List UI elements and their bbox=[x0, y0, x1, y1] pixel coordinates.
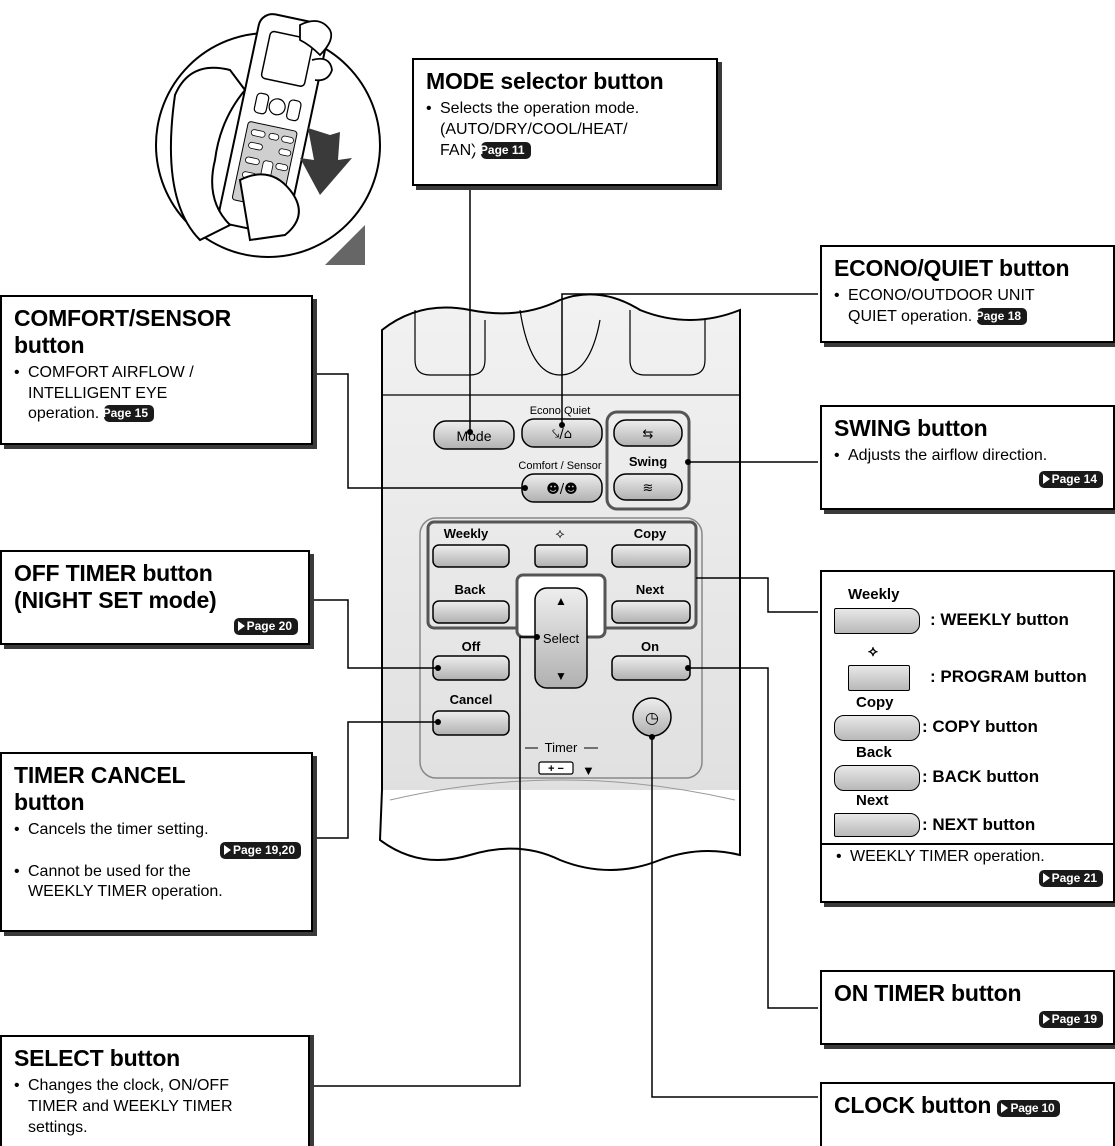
weekly-label: Weekly bbox=[444, 526, 489, 541]
leader-lines bbox=[310, 184, 818, 1098]
mode-page-ref[interactable]: Page 11 bbox=[470, 141, 531, 159]
swing-vertical-icon: ⇆ bbox=[643, 427, 654, 442]
program-button-shape bbox=[534, 544, 588, 568]
select-down-icon: ▼ bbox=[555, 669, 567, 683]
timercancel-description: Cancels the timer setting. bbox=[14, 820, 301, 841]
legend-copy-button bbox=[834, 715, 920, 741]
timer-label: Timer bbox=[545, 740, 578, 755]
comfort-description: COMFORT AIRFLOW /INTELLIGENT EYEoperatio… bbox=[14, 363, 301, 425]
econo-quiet-label: Econo Quiet bbox=[530, 405, 591, 417]
clock-icon: ◷ bbox=[645, 708, 659, 727]
next-label: Next bbox=[636, 582, 665, 597]
mode-button-shape bbox=[433, 420, 515, 450]
legend-next-label: Next bbox=[856, 792, 889, 809]
copy-button-shape bbox=[611, 544, 691, 568]
program-icon: ⟡ bbox=[868, 642, 878, 660]
legend-next-button bbox=[834, 813, 920, 837]
legend-program-desc: : PROGRAM button bbox=[930, 667, 1087, 686]
weekly-page-ref[interactable]: Page 21 bbox=[1038, 869, 1103, 887]
offtimer-title: OFF TIMER button(NIGHT SET mode) bbox=[14, 560, 217, 613]
clock-title: CLOCK button Page 10 bbox=[834, 1092, 1103, 1119]
legend-next-desc: : NEXT button bbox=[922, 815, 1036, 834]
comfort-sensor-icon: ☻/☻ bbox=[546, 482, 577, 497]
select-title: SELECT button bbox=[14, 1045, 181, 1071]
select-callout: SELECT button Changes the clock, ON/OFFT… bbox=[0, 1035, 310, 1146]
econo-quiet-icon: ⤥/⌂ bbox=[552, 427, 572, 442]
hand-remote-illustration bbox=[155, 13, 381, 265]
legend-weekly-label: Weekly bbox=[848, 586, 900, 603]
legend-copy-desc: : COPY button bbox=[922, 717, 1038, 736]
legend-back-button bbox=[834, 765, 920, 791]
weekly-timer-description: WEEKLY TIMER operation. bbox=[836, 847, 1103, 868]
legend-weekly-button bbox=[834, 608, 920, 634]
mode-title: MODE selector button bbox=[426, 68, 664, 94]
econo-quiet-callout: ECONO/QUIET button ECONO/OUTDOOR UNITQUI… bbox=[820, 245, 1115, 343]
off-button-shape bbox=[432, 655, 510, 681]
mode-description: Selects the operation mode.(AUTO/DRY/COO… bbox=[426, 99, 706, 161]
comfort-page-ref[interactable]: Page 15 bbox=[93, 405, 154, 423]
ontimer-title: ON TIMER button bbox=[834, 980, 1022, 1006]
timercancel-page-ref[interactable]: Page 19,20 bbox=[219, 841, 301, 859]
swing-vertical-button-shape bbox=[613, 419, 683, 447]
swing-label: Swing bbox=[629, 454, 667, 469]
legend-back-desc: : BACK button bbox=[922, 767, 1040, 786]
swing-title: SWING button bbox=[834, 415, 988, 441]
clock-callout: CLOCK button Page 10 bbox=[820, 1082, 1115, 1146]
weekly-button-shape bbox=[432, 544, 510, 568]
cancel-label: Cancel bbox=[450, 692, 493, 707]
swing-page-ref[interactable]: Page 14 bbox=[1038, 470, 1103, 488]
back-button-shape bbox=[432, 600, 510, 624]
econo-title: ECONO/QUIET button bbox=[834, 255, 1070, 281]
next-button-shape bbox=[611, 600, 691, 624]
swing-callout: SWING button Adjusts the airflow directi… bbox=[820, 405, 1115, 510]
legend-program-button bbox=[848, 665, 910, 691]
legend-copy-label: Copy bbox=[856, 694, 894, 711]
program-icon: ⟡ bbox=[555, 526, 564, 542]
swing-horizontal-button-shape bbox=[613, 473, 683, 501]
legend-back-label: Back bbox=[856, 744, 892, 761]
select-label: Select bbox=[543, 631, 580, 646]
on-button-shape bbox=[611, 655, 691, 681]
weekly-legend-callout: Weekly : WEEKLY button ⟡ : PROGRAM butto… bbox=[820, 570, 1115, 845]
select-up-icon: ▲ bbox=[555, 594, 567, 608]
back-label: Back bbox=[454, 582, 486, 597]
battery-icon bbox=[538, 761, 574, 775]
remote-controller: Mode Econo Quiet ⤥/⌂ Comfort / Sensor ☻/… bbox=[378, 293, 741, 871]
off-timer-callout: OFF TIMER button(NIGHT SET mode) Page 20 bbox=[0, 550, 310, 645]
copy-label: Copy bbox=[634, 526, 667, 541]
swing-description: Adjusts the airflow direction. bbox=[834, 446, 1103, 467]
leader-dots bbox=[435, 422, 691, 740]
econo-page-ref[interactable]: Page 18 bbox=[966, 307, 1028, 325]
timer-down-icon: ▼ bbox=[582, 763, 595, 778]
offtimer-page-ref[interactable]: Page 20 bbox=[233, 617, 298, 635]
weekly-legend-footer: WEEKLY TIMER operation. Page 21 bbox=[820, 845, 1115, 903]
mode-callout: MODE selector button Selects the operati… bbox=[412, 58, 718, 186]
legend-weekly-desc: : WEEKLY button bbox=[930, 610, 1069, 629]
svg-text:+ −: + − bbox=[548, 763, 564, 775]
mode-button-label: Mode bbox=[456, 428, 491, 444]
ontimer-page-ref[interactable]: Page 19 bbox=[1038, 1010, 1103, 1028]
cancel-button-shape bbox=[432, 710, 510, 736]
comfort-sensor-label: Comfort / Sensor bbox=[518, 460, 601, 472]
swing-horizontal-icon: ≋ bbox=[643, 481, 654, 496]
off-label: Off bbox=[462, 639, 481, 654]
clock-page-ref[interactable]: Page 10 bbox=[997, 1100, 1061, 1117]
on-timer-callout: ON TIMER button Page 19 bbox=[820, 970, 1115, 1045]
on-label: On bbox=[641, 639, 659, 654]
